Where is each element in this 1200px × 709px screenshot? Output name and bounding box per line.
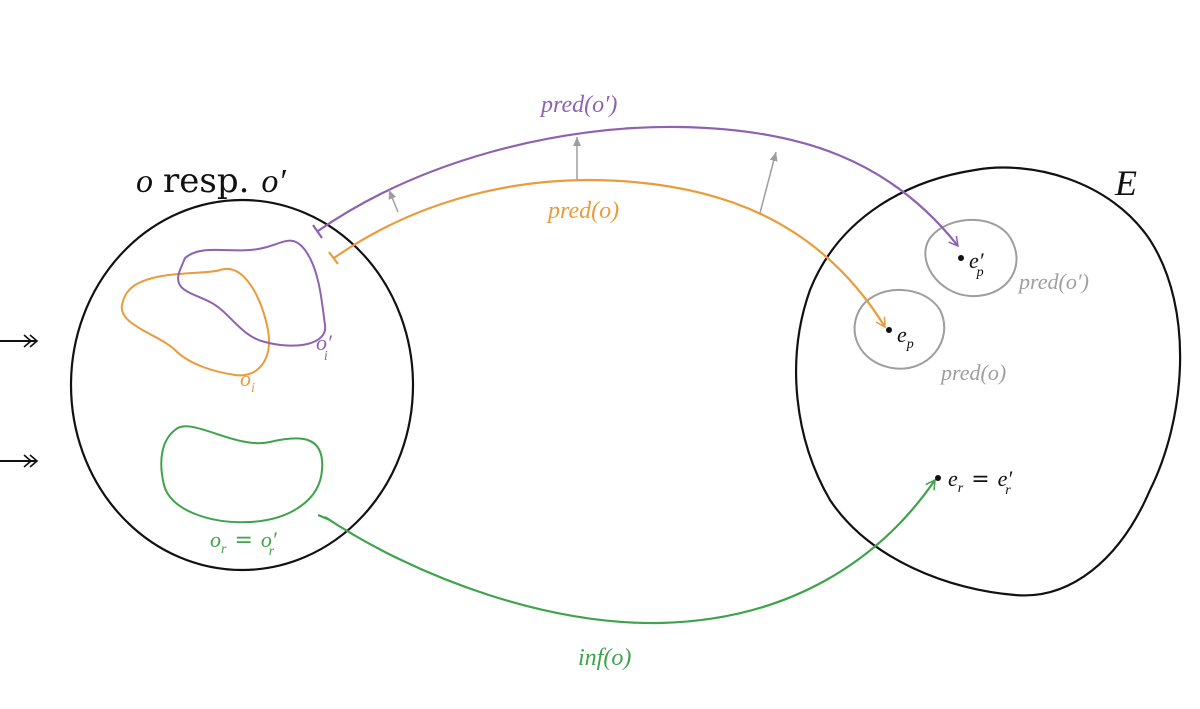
label-o-i-prime: o′i xyxy=(316,330,333,364)
region-pred-o-prime-gray xyxy=(924,218,1018,298)
label-o-r-equals-o-r-prime: or=o′r xyxy=(210,527,278,559)
subset-o-i-prime-purple xyxy=(177,239,327,347)
output-set-blob xyxy=(795,166,1182,597)
point-e-p xyxy=(886,327,892,333)
pred-o-prime-arrow xyxy=(317,125,959,248)
pred-o-arrow xyxy=(333,178,886,329)
label-pred-o-arrow: pred(o) xyxy=(546,198,619,224)
inf-o-arrow-tail-bar xyxy=(317,513,331,522)
inf-o-arrow xyxy=(324,478,936,625)
input-arrow-upper xyxy=(0,334,39,348)
point-e-r xyxy=(935,475,941,481)
label-inf-o-arrow: inf(o) xyxy=(578,645,631,671)
pred-o-arrow-tail-bar xyxy=(328,251,339,265)
observation-set-circle xyxy=(69,198,415,572)
subset-o-r-green xyxy=(160,425,324,524)
output-set-title: E xyxy=(1114,163,1137,203)
label-pred-o-prime-arrow: pred(o′) xyxy=(539,92,617,118)
region-pred-o-gray xyxy=(853,288,946,370)
refine-arrow-3 xyxy=(759,151,778,214)
label-pred-o-region: pred(o) xyxy=(939,360,1006,385)
refine-arrow-1 xyxy=(388,189,399,213)
label-pred-o-prime-region: pred(o′) xyxy=(1017,269,1089,294)
pred-o-prime-arrow-tail-bar xyxy=(312,224,323,239)
label-e-p-prime: e′p xyxy=(969,248,985,280)
label-o-i: oi xyxy=(240,366,255,396)
input-arrow-lower xyxy=(0,454,39,468)
label-e-p: ep xyxy=(897,322,914,352)
label-e-r-equals-e-r-prime: er=e′r xyxy=(948,466,1013,498)
subset-o-i-orange xyxy=(120,267,270,377)
point-e-p-prime xyxy=(958,255,964,261)
